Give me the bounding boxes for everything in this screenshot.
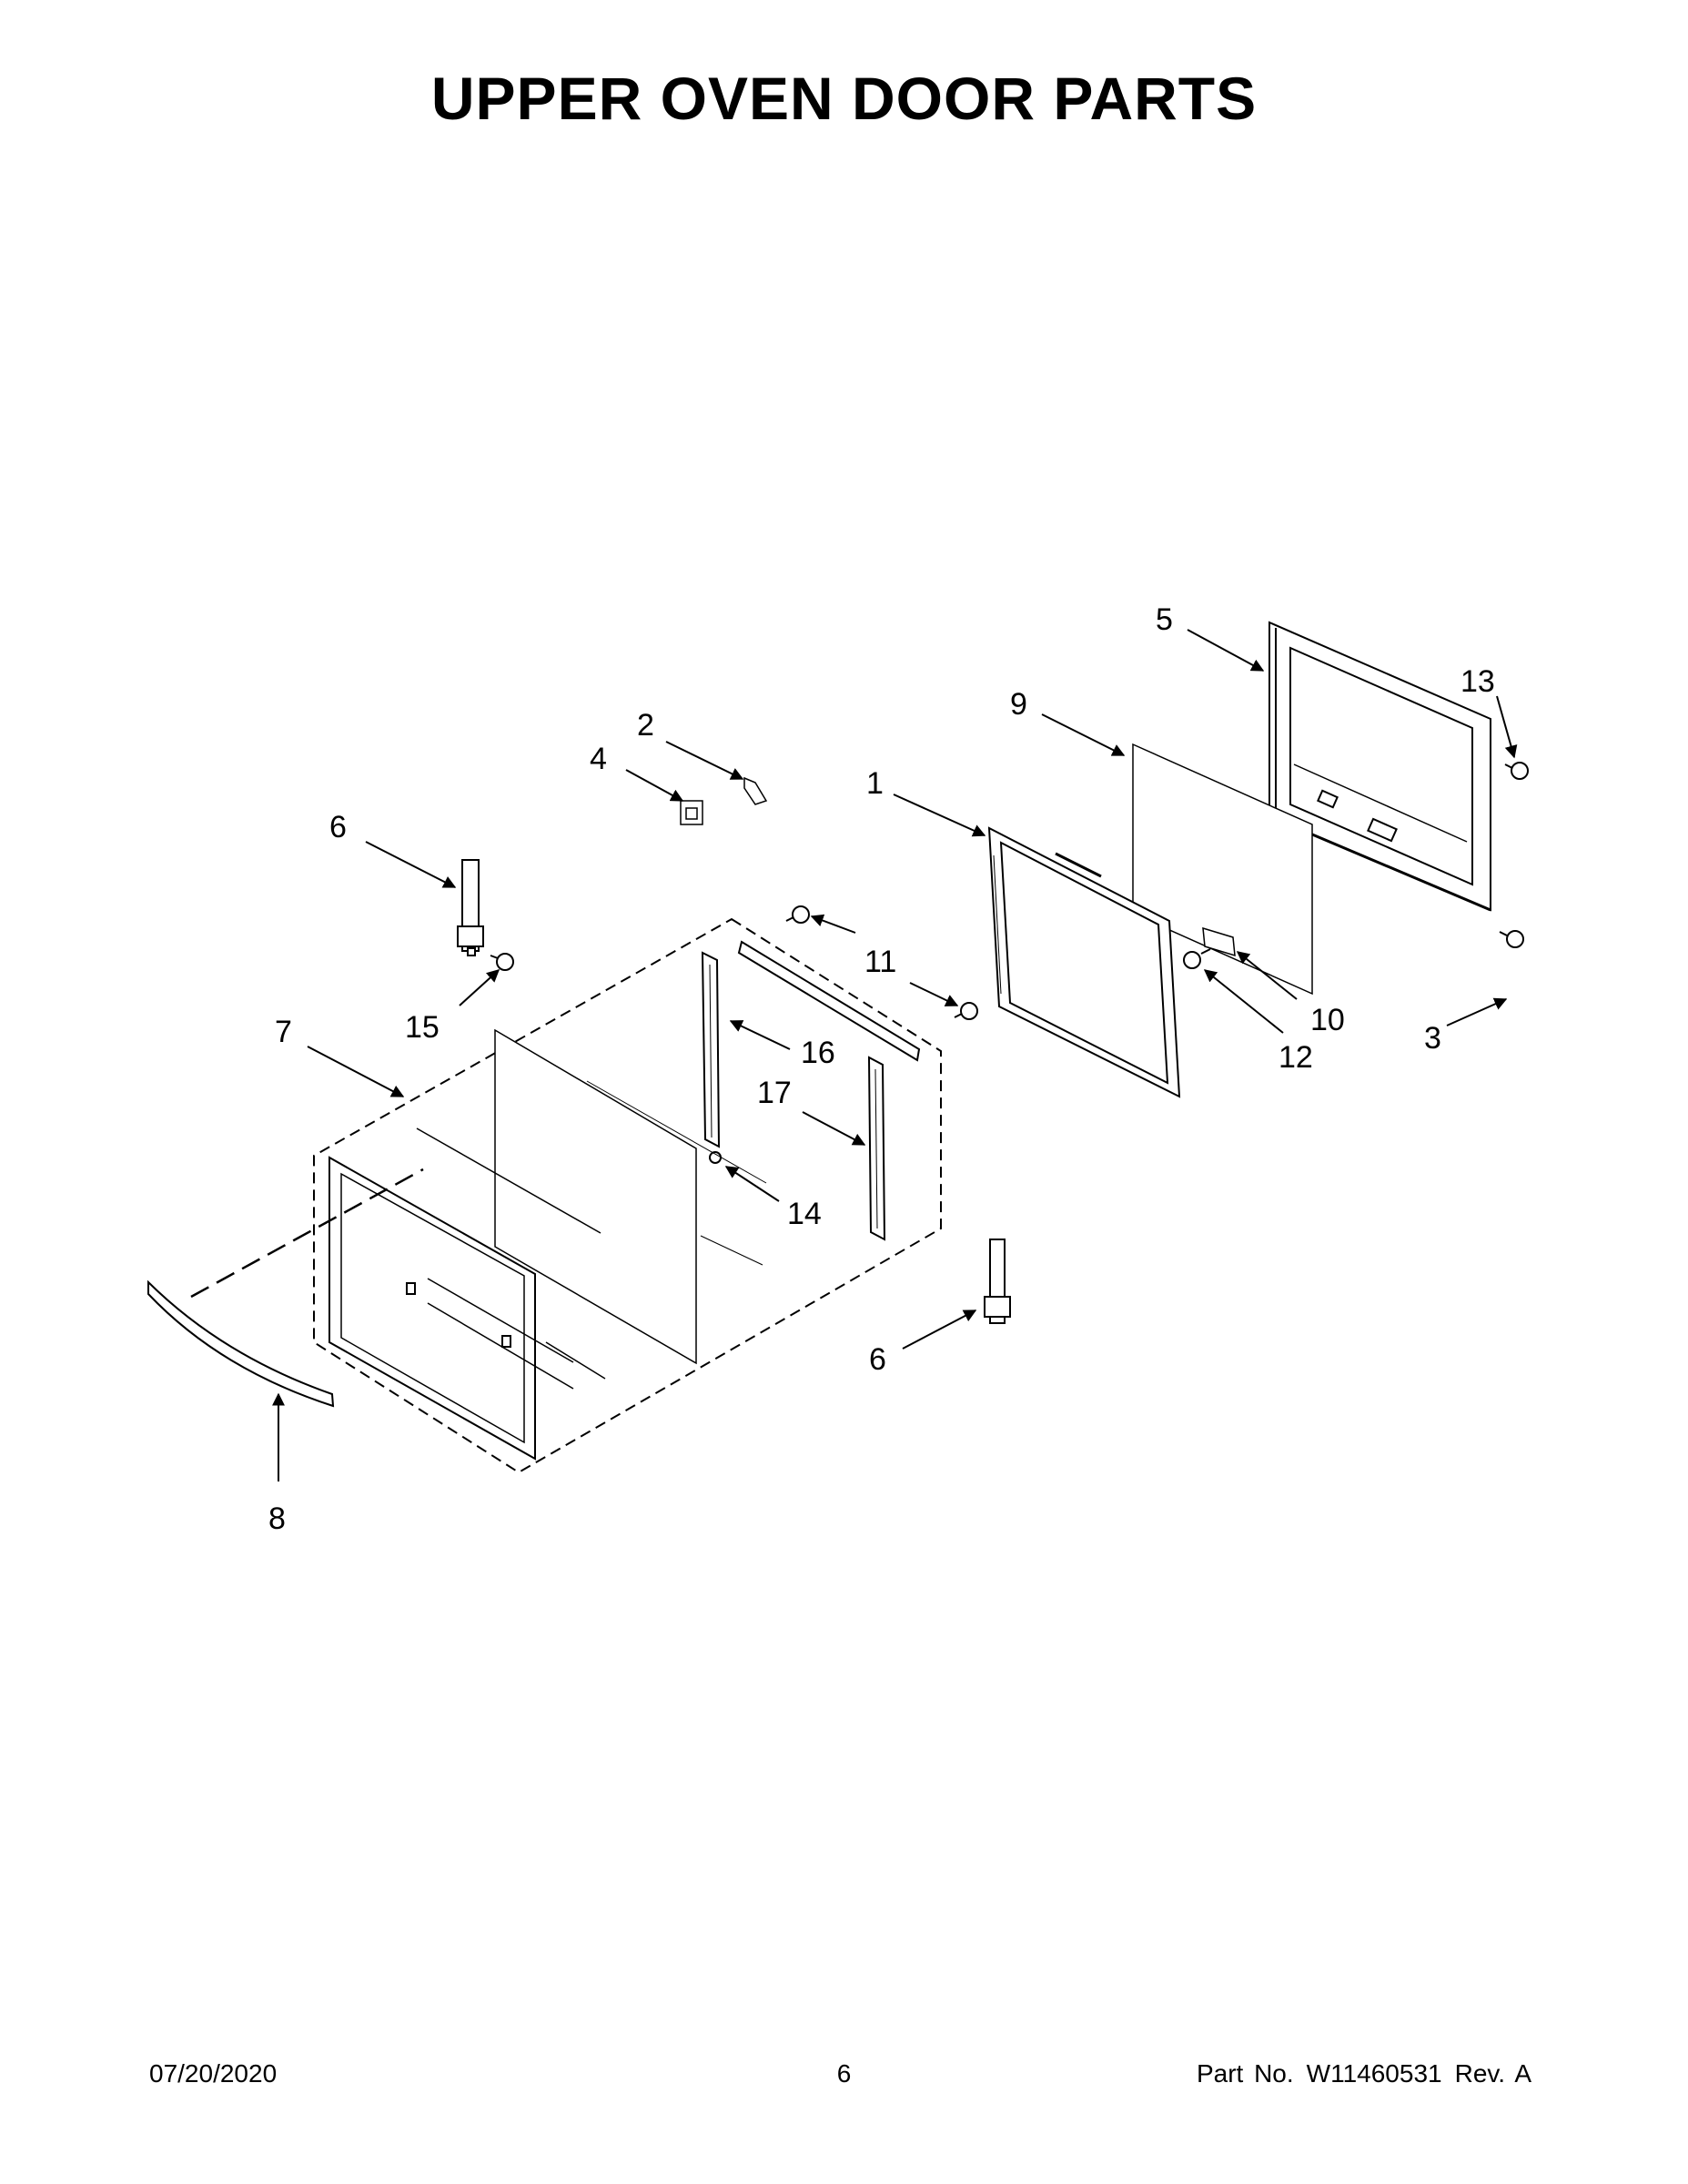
callout-11: 11 (864, 945, 896, 979)
callout-4: 4 (590, 742, 607, 776)
part-1-inner-frame (987, 826, 1181, 1098)
callout-6: 6 (329, 810, 347, 844)
part-6-hinge-right (984, 1239, 1011, 1324)
part-2-clip (743, 776, 768, 805)
callout-9: 9 (1010, 687, 1027, 722)
part-3-screw (1499, 930, 1524, 948)
part-no-label: Part No. (1196, 2059, 1294, 2088)
part-6-hinge-left (457, 859, 484, 956)
callout-10: 10 (1310, 1003, 1345, 1037)
callout-leaders (272, 629, 1518, 1481)
callout-3: 3 (1424, 1021, 1441, 1056)
page-title: UPPER OVEN DOOR PARTS (430, 65, 1258, 132)
callout-14: 14 (787, 1197, 822, 1231)
callout-15: 15 (405, 1010, 440, 1045)
part-no-value: W11460531 (1306, 2059, 1442, 2088)
part-13-screw (1504, 762, 1529, 780)
callout-7: 7 (275, 1015, 292, 1049)
footer-page-number: 6 (836, 2059, 852, 2088)
callout-2: 2 (637, 708, 654, 743)
part-11-screw-top (785, 905, 810, 924)
outer-door-panel (329, 1127, 606, 1461)
part-11-screw-bottom (954, 1002, 978, 1020)
callout-1: 1 (866, 766, 884, 801)
handle-alignment-line (190, 1168, 424, 1299)
part-15-screw (490, 953, 514, 971)
footer-date: 07/20/2020 (149, 2059, 278, 2088)
part-9-glass-panel (1132, 743, 1313, 996)
callout-16: 16 (801, 1036, 835, 1070)
revision: Rev. A (1454, 2059, 1531, 2088)
part-17-side-channel (867, 1056, 886, 1241)
callout-13: 13 (1461, 664, 1495, 699)
part-7-door-assembly (313, 917, 942, 1474)
callout-12: 12 (1279, 1040, 1313, 1075)
part-4-bracket (680, 800, 703, 825)
callout-17: 17 (757, 1076, 792, 1110)
footer-part-number: Part No. W11460531 Rev. A (1184, 2059, 1531, 2088)
callout-numbers: 1 2 3 4 5 6 6 7 8 9 10 11 12 13 14 15 16… (268, 602, 1495, 1536)
part-12-screw (1183, 948, 1211, 969)
screws (490, 762, 1529, 1164)
part-8-handle (147, 1279, 335, 1408)
part-11-top-rail (737, 940, 921, 1062)
part-10-insulator (1202, 926, 1236, 957)
callout-5: 5 (1156, 602, 1173, 637)
callout-8: 8 (268, 1502, 286, 1536)
callout-6: 6 (869, 1342, 886, 1377)
part-16-side-channel (701, 951, 721, 1148)
